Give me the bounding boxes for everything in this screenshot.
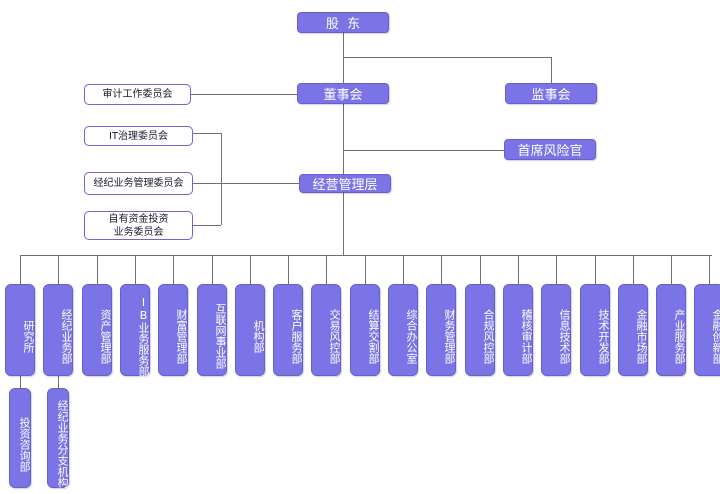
department-box: 金融市场部 xyxy=(618,284,648,376)
connector-department-drop xyxy=(671,255,672,284)
connector-department-drop xyxy=(20,255,21,284)
connector-department-drop xyxy=(518,255,519,284)
connector-department-drop xyxy=(173,255,174,284)
own-funds-committee-box: 自有资金投资 业务委员会 xyxy=(84,211,193,240)
connector-brokerage-committee xyxy=(193,183,299,184)
connector-department-drop xyxy=(403,255,404,284)
connector-department-drop xyxy=(556,255,557,284)
management-label: 经营管理层 xyxy=(312,178,378,193)
cro-box: 首席风险官 xyxy=(504,139,596,160)
connector-board-management xyxy=(343,104,344,174)
department-label: 稽核审计部 xyxy=(520,308,533,364)
connector-brokerage-sub xyxy=(58,376,59,388)
department-label: 合规风控部 xyxy=(482,308,495,364)
connector-management-down xyxy=(343,193,344,255)
it-committee-box: IT治理委员会 xyxy=(84,126,193,146)
department-box: 财富管理部 xyxy=(158,284,188,376)
connector-departments-bus xyxy=(20,255,712,256)
department-label: 产业服务部 xyxy=(673,308,686,364)
connector-supervisors-drop xyxy=(551,57,552,83)
connector-department-drop xyxy=(633,255,634,284)
department-box: 技术开发部 xyxy=(580,284,610,376)
department-label: 技术开发部 xyxy=(597,308,610,364)
connector-department-drop xyxy=(135,255,136,284)
connector-audit xyxy=(191,94,297,95)
connector-department-drop xyxy=(326,255,327,284)
brokerage-committee-box: 经纪业务管理委员会 xyxy=(84,172,193,195)
department-label: 经纪业务部 xyxy=(60,308,73,364)
management-box: 经营管理层 xyxy=(299,174,391,193)
supervisors-box: 监事会 xyxy=(505,83,597,104)
connector-department-drop xyxy=(58,255,59,284)
department-label: 财富管理部 xyxy=(175,308,188,364)
supervisors-label: 监事会 xyxy=(531,88,571,103)
sub-department-research-box: 投资咨询部 xyxy=(9,388,31,488)
cro-label: 首席风险官 xyxy=(517,144,583,159)
sub-department-brokerage-box: 经纪业务分支机构 xyxy=(47,388,69,488)
department-box: 财务管理部 xyxy=(426,284,456,376)
board-box: 董事会 xyxy=(297,83,389,104)
department-box: 信息技术部 xyxy=(541,284,571,376)
department-box: 稽核审计部 xyxy=(503,284,533,376)
department-box: 互联网事业部 xyxy=(197,284,227,376)
own-funds-committee-label: 自有资金投资 业务委员会 xyxy=(108,213,169,238)
department-label: 互联网事业部 xyxy=(214,303,227,369)
board-label: 董事会 xyxy=(323,88,363,103)
department-box: 结算交割部 xyxy=(350,284,380,376)
connector-department-drop xyxy=(480,255,481,284)
department-label: IB业务服务部 xyxy=(137,295,150,377)
shareholders-box: 股 东 xyxy=(297,12,389,33)
department-box: 经纪业务部 xyxy=(43,284,73,376)
department-box: IB业务服务部 xyxy=(120,284,150,377)
connector-cro xyxy=(343,150,504,151)
sub-department-research-label: 投资咨询部 xyxy=(18,416,31,472)
connector-own-funds-committee xyxy=(193,225,221,226)
department-label: 资产管理部 xyxy=(99,308,112,364)
connector-department-drop xyxy=(97,255,98,284)
department-box: 交易风控部 xyxy=(311,284,341,376)
connector-to-supervisors xyxy=(343,57,551,58)
department-label: 机构部 xyxy=(252,319,265,353)
connector-shareholders-board xyxy=(343,33,344,83)
connector-department-drop xyxy=(709,255,710,284)
connector-department-drop xyxy=(212,255,213,284)
department-label: 综合办公室 xyxy=(405,308,418,364)
connector-research-sub xyxy=(20,376,21,388)
sub-department-brokerage-label: 经纪业务分支机构 xyxy=(56,400,69,488)
department-label: 信息技术部 xyxy=(558,308,571,364)
department-label: 客户服务部 xyxy=(290,308,303,364)
department-box: 资产管理部 xyxy=(82,284,112,376)
department-label: 财务管理部 xyxy=(443,308,456,364)
brokerage-committee-label: 经纪业务管理委员会 xyxy=(93,178,184,189)
department-box: 研究所 xyxy=(5,284,35,376)
department-label: 金融市场部 xyxy=(635,308,648,364)
connector-department-drop xyxy=(595,255,596,284)
connector-department-drop xyxy=(250,255,251,284)
department-label: 交易风控部 xyxy=(328,308,341,364)
department-box: 合规风控部 xyxy=(465,284,495,376)
department-label: 研究所 xyxy=(22,319,35,353)
connector-it-committee xyxy=(193,133,221,134)
connector-department-drop xyxy=(441,255,442,284)
audit-committee-label: 审计工作委员会 xyxy=(102,89,173,100)
department-box: 产业服务部 xyxy=(656,284,686,376)
department-box: 客户服务部 xyxy=(273,284,303,376)
department-box: 机构部 xyxy=(235,284,265,376)
connector-committee-bracket xyxy=(221,133,222,225)
audit-committee-box: 审计工作委员会 xyxy=(84,84,191,105)
department-label: 结算交割部 xyxy=(367,308,380,364)
department-box: 综合办公室 xyxy=(388,284,418,376)
department-box: 金融创新部 xyxy=(694,284,720,376)
department-label: 金融创新部 xyxy=(711,308,720,364)
connector-department-drop xyxy=(365,255,366,284)
shareholders-label: 股 东 xyxy=(325,17,361,32)
connector-department-drop xyxy=(288,255,289,284)
it-committee-label: IT治理委员会 xyxy=(108,130,169,142)
